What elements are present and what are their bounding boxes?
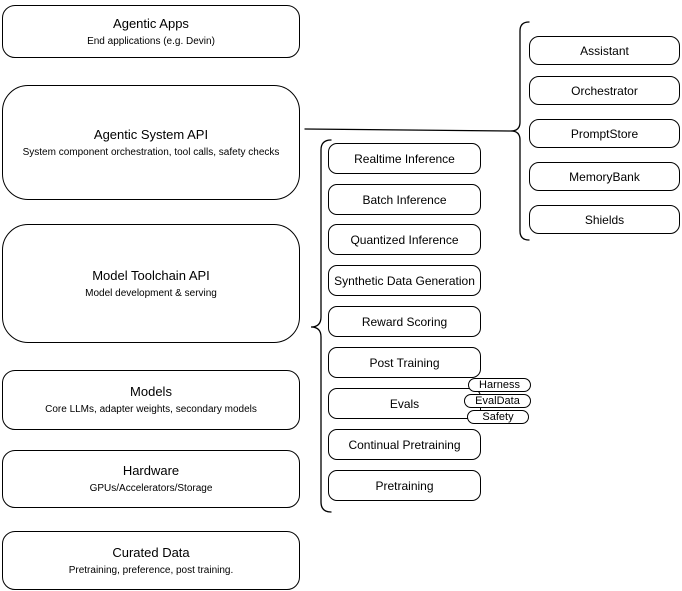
node-subtitle: Core LLMs, adapter weights, secondary mo… xyxy=(45,404,257,415)
synthetic-data-generation-node: Synthetic Data Generation xyxy=(328,265,481,296)
pill-label: Harness xyxy=(479,378,520,391)
eval-tag-safety: Safety xyxy=(467,410,529,424)
pill-label: Safety xyxy=(482,410,514,423)
node-title: Hardware xyxy=(122,463,180,478)
agentic-apps-node: Agentic Apps End applications (e.g. Devi… xyxy=(2,5,300,58)
node-label: Batch Inference xyxy=(362,192,447,207)
node-label: Evals xyxy=(389,396,420,411)
system-components-brace xyxy=(510,21,530,241)
node-title: Agentic Apps xyxy=(113,15,189,31)
realtime-inference-node: Realtime Inference xyxy=(328,143,481,174)
evals-node: Evals xyxy=(328,388,481,419)
node-title: Models xyxy=(130,384,172,399)
assistant-node: Assistant xyxy=(529,36,680,65)
node-title: Model Toolchain API xyxy=(92,267,210,283)
node-label: Reward Scoring xyxy=(361,314,448,329)
agentic-system-api-node: Agentic System API System component orch… xyxy=(2,85,300,200)
models-node: Models Core LLMs, adapter weights, secon… xyxy=(2,370,300,430)
node-subtitle: Model development & serving xyxy=(85,287,217,299)
node-label: Post Training xyxy=(369,355,440,370)
quantized-inference-node: Quantized Inference xyxy=(328,224,481,255)
post-training-node: Post Training xyxy=(328,347,481,378)
node-label: Orchestrator xyxy=(571,83,638,98)
eval-tag-evaldata: EvalData xyxy=(464,394,531,408)
promptstore-node: PromptStore xyxy=(529,119,680,148)
batch-inference-node: Batch Inference xyxy=(328,184,481,215)
toolchain-services-brace xyxy=(310,139,332,513)
node-label: Continual Pretraining xyxy=(348,437,461,452)
memorybank-node: MemoryBank xyxy=(529,162,680,191)
pretraining-node: Pretraining xyxy=(328,470,481,501)
hardware-node: Hardware GPUs/Accelerators/Storage xyxy=(2,450,300,508)
system-api-to-components-connector xyxy=(304,128,512,132)
node-title: Agentic System API xyxy=(93,126,209,142)
model-toolchain-api-node: Model Toolchain API Model development & … xyxy=(2,224,300,343)
pill-label: EvalData xyxy=(475,394,520,407)
node-label: MemoryBank xyxy=(569,169,640,184)
node-label: Quantized Inference xyxy=(350,232,459,247)
curated-data-node: Curated Data Pretraining, preference, po… xyxy=(2,531,300,590)
node-subtitle: End applications (e.g. Devin) xyxy=(87,35,215,47)
node-label: Synthetic Data Generation xyxy=(334,273,475,288)
node-subtitle: System component orchestration, tool cal… xyxy=(22,146,280,158)
node-title: Curated Data xyxy=(112,544,190,560)
node-label: PromptStore xyxy=(570,126,639,141)
node-label: Assistant xyxy=(580,43,629,58)
shields-node: Shields xyxy=(529,205,680,234)
orchestrator-node: Orchestrator xyxy=(529,76,680,105)
continual-pretraining-node: Continual Pretraining xyxy=(328,429,481,460)
node-label: Pretraining xyxy=(375,478,434,493)
node-label: Realtime Inference xyxy=(354,151,455,166)
reward-scoring-node: Reward Scoring xyxy=(328,306,481,337)
node-label: Shields xyxy=(584,212,625,227)
eval-tag-harness: Harness xyxy=(468,378,531,392)
node-subtitle: Pretraining, preference, post training. xyxy=(68,564,234,576)
node-subtitle: GPUs/Accelerators/Storage xyxy=(89,483,213,494)
